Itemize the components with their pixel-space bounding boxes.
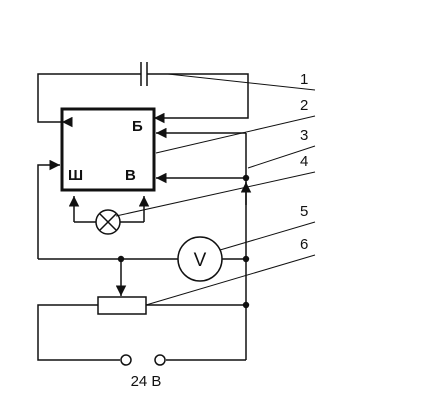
device-block [60,107,156,192]
voltmeter-circle [177,236,223,282]
capacitor-loop-left [37,73,134,128]
callout-4: 4 [300,153,308,170]
callout-3: 3 [300,127,308,144]
callout-6: 6 [300,236,308,253]
terminal-v-label: В [125,167,136,184]
wire-sh-terminal [37,159,60,259]
capacitor-loop-right [154,73,249,124]
callout-5: 5 [300,203,308,220]
lamp-symbol [95,209,121,235]
callout-1: 1 [300,71,308,88]
potentiometer-body [97,296,147,315]
callout-leaders [115,73,316,306]
supply-terminal-left [120,354,132,366]
voltmeter-symbol: V [194,250,207,271]
terminal-sh-label: Ш [68,167,83,184]
supply-terminal-right [154,354,166,366]
junction-dots [117,174,250,309]
callout-2: 2 [300,97,308,114]
supply-label: 24 В [131,373,162,390]
capacitor-symbol [134,62,154,86]
potentiometer-wire [37,304,120,361]
terminal-b-label: Б [132,118,143,135]
